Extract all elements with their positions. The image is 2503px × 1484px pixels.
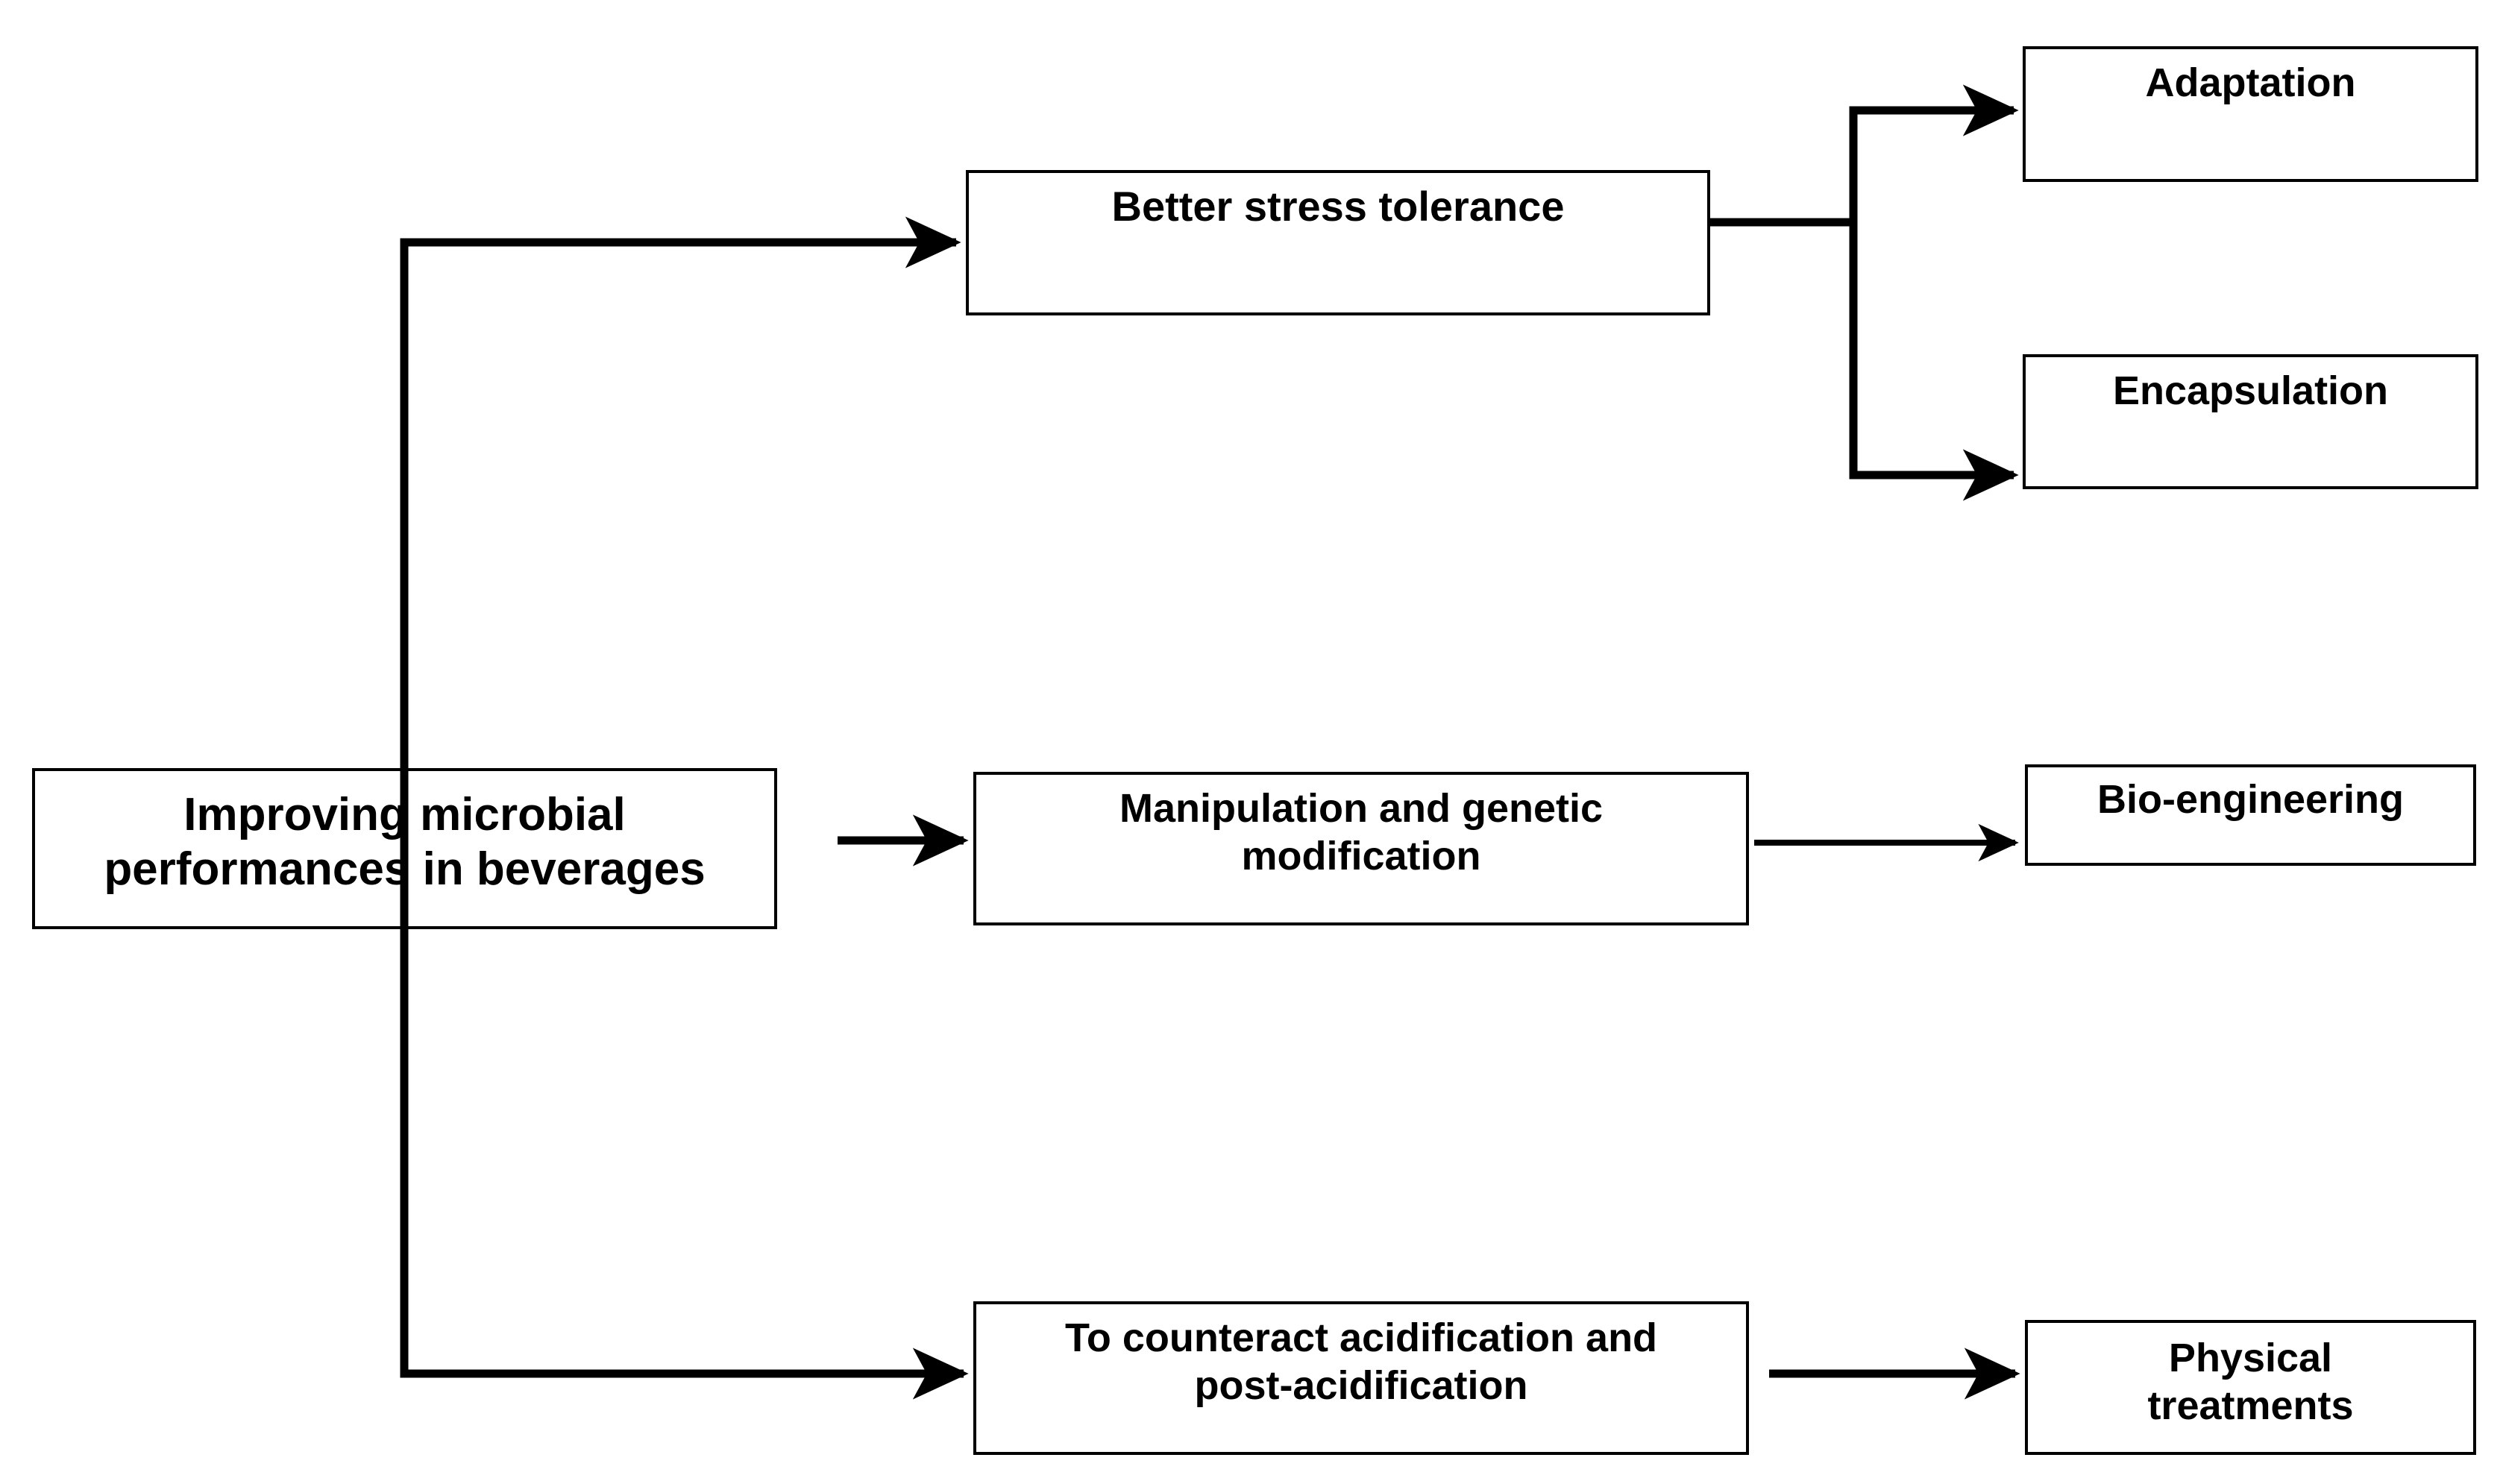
node-label: Adaptation — [2145, 60, 2356, 105]
node-physical-treatments[interactable]: Physical treatments — [2025, 1320, 2476, 1455]
edge-stress-to-adaptation — [1710, 84, 2019, 227]
node-label: Manipulation and genetic modification — [1119, 786, 1604, 878]
node-label: Improving microbial performances in beve… — [104, 789, 706, 896]
node-bio-engineering[interactable]: Bio-engineering — [2025, 764, 2476, 866]
node-manipulation-and-genetic-modification[interactable]: Manipulation and genetic modification — [973, 772, 1749, 925]
node-adaptation[interactable]: Adaptation — [2023, 46, 2478, 182]
edge-root-to-stress — [400, 216, 961, 768]
node-improving-microbial-performances[interactable]: Improving microbial performances in beve… — [32, 768, 777, 929]
node-encapsulation[interactable]: Encapsulation — [2023, 354, 2478, 489]
node-label: To counteract acidification and post-aci… — [1064, 1315, 1658, 1408]
node-label: Bio-engineering — [2097, 777, 2404, 822]
node-label: Better stress tolerance — [1111, 183, 1565, 230]
node-label: Physical treatments — [2147, 1336, 2354, 1428]
node-better-stress-tolerance[interactable]: Better stress tolerance — [966, 170, 1710, 315]
node-to-counteract-acidification[interactable]: To counteract acidification and post-aci… — [973, 1301, 1749, 1455]
node-label: Encapsulation — [2112, 368, 2389, 413]
edge-stress-to-encapsulation — [1710, 218, 2019, 501]
edge-root-to-acidification — [400, 928, 969, 1400]
